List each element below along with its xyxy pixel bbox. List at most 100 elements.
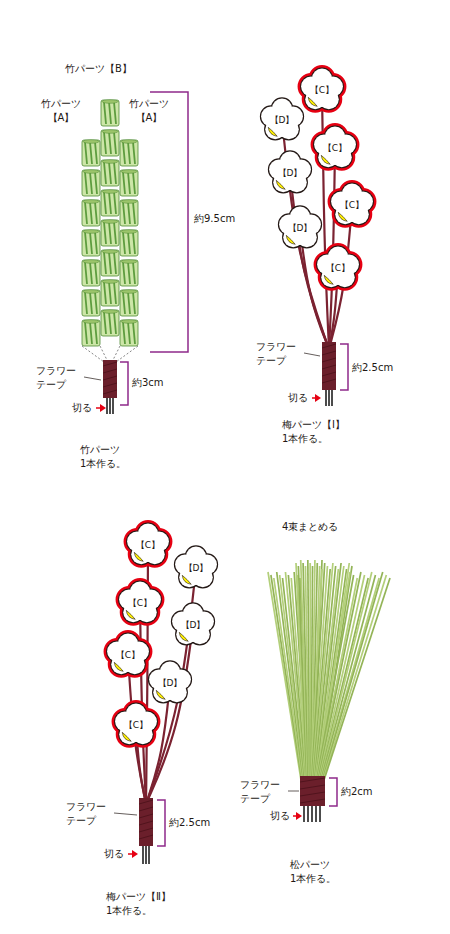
bamboo-knot	[83, 320, 99, 324]
part-letter: 【C】	[340, 200, 364, 211]
bamboo-stripe	[114, 252, 116, 274]
wire	[142, 844, 144, 864]
bamboo-knot	[102, 130, 118, 134]
bamboo-segment	[101, 130, 119, 156]
bamboo-segment	[120, 290, 138, 316]
bamboo-stripe	[123, 202, 125, 224]
bamboo-stripe	[133, 232, 135, 254]
part-letter: 【D】	[184, 563, 209, 574]
bamboo-stripe	[104, 252, 106, 274]
bamboo-stripe	[90, 262, 92, 284]
tape-wrap	[322, 351, 336, 355]
wire	[148, 844, 150, 864]
dashed-wire	[100, 346, 108, 362]
wire	[319, 804, 321, 822]
wire	[303, 804, 305, 822]
dimension-bracket	[150, 92, 188, 352]
leader-line	[304, 353, 320, 356]
flower-tape	[322, 342, 336, 390]
dimension: 約2.5cm	[352, 361, 393, 375]
tape-wrap	[300, 785, 325, 789]
dashed-wire	[112, 346, 120, 362]
dimension-bracket	[157, 800, 165, 846]
bamboo-stripe	[85, 172, 87, 194]
leader-line	[114, 813, 137, 815]
bamboo-stripe	[109, 132, 111, 154]
bamboo-knot	[121, 290, 137, 294]
bamboo-knot	[102, 100, 118, 104]
bamboo-knot	[121, 170, 137, 174]
pine-needle	[320, 578, 369, 780]
bamboo-stripe	[95, 292, 97, 314]
bamboo-stripe	[90, 202, 92, 224]
wire	[109, 396, 111, 414]
flower-shape: 【C】	[122, 519, 174, 571]
bamboo-segment	[82, 320, 100, 346]
bamboo-stripe	[133, 142, 135, 164]
bamboo-segment	[82, 290, 100, 316]
bamboo-stripe	[123, 322, 125, 344]
pine-needle	[323, 575, 386, 780]
bamboo-segment	[101, 160, 119, 186]
part-name: 竹パーツ【B】	[65, 62, 132, 76]
bamboo-stripe	[85, 262, 87, 284]
part-letter: 【D】	[158, 678, 183, 689]
bamboo-knot	[83, 260, 99, 264]
dashed-wire	[116, 346, 138, 362]
bamboo-segment	[82, 200, 100, 226]
tape-wrap	[139, 807, 153, 811]
dimension-bracket	[120, 362, 128, 405]
tape-wrap	[103, 390, 117, 394]
flower-shape: 【C】	[309, 122, 361, 174]
tape-wrap	[300, 799, 325, 803]
wire	[112, 396, 114, 414]
flower-shape: 【C】	[110, 699, 162, 751]
bamboo-stripe	[109, 102, 111, 124]
bamboo-knot	[102, 160, 118, 164]
bamboo-stripe	[104, 222, 106, 244]
material-name: フラワー テープ	[256, 340, 302, 368]
pine-needle	[321, 575, 375, 780]
bamboo-stripe	[133, 202, 135, 224]
bamboo-stripe	[123, 232, 125, 254]
bamboo-segment	[120, 320, 138, 346]
bamboo-segment	[120, 260, 138, 286]
bamboo-segment	[101, 100, 119, 126]
bamboo-stripe	[114, 282, 116, 304]
dashed-wire	[82, 346, 104, 362]
tape-wrap	[322, 379, 336, 383]
bamboo-stripe	[104, 192, 106, 214]
bamboo-segment	[101, 250, 119, 276]
bamboo-stripe	[95, 142, 97, 164]
bamboo-stripe	[128, 322, 130, 344]
bamboo-stripe	[114, 102, 116, 124]
part-letter: 【D】	[288, 223, 313, 234]
dimension-bracket	[329, 778, 337, 806]
pine-needle	[322, 578, 379, 780]
bamboo-knot	[83, 230, 99, 234]
bamboo-stripe	[104, 132, 106, 154]
tape-wrap	[139, 814, 153, 818]
wire	[325, 388, 327, 406]
part-name: 竹パーツ 【A】	[38, 97, 84, 125]
bamboo-stripe	[128, 292, 130, 314]
bamboo-stripe	[109, 192, 111, 214]
tape-wrap	[139, 800, 153, 804]
pine-needle	[324, 578, 390, 780]
bamboo-stripe	[90, 322, 92, 344]
bamboo-segment	[120, 140, 138, 166]
cut-note: 切る	[104, 847, 124, 861]
bamboo-knot	[102, 250, 118, 254]
bamboo-stripe	[114, 192, 116, 214]
part-letter: 【C】	[136, 540, 160, 551]
bamboo-stripe	[114, 312, 116, 334]
tape-wrap	[322, 372, 336, 376]
pine-needle	[320, 572, 371, 780]
flower-tape	[103, 360, 117, 398]
pine-needle	[308, 560, 310, 780]
dimension: 約3cm	[132, 376, 164, 390]
bamboo-stripe	[90, 292, 92, 314]
bamboo-segment	[120, 170, 138, 196]
bamboo-segment	[120, 230, 138, 256]
bamboo-stripe	[85, 292, 87, 314]
